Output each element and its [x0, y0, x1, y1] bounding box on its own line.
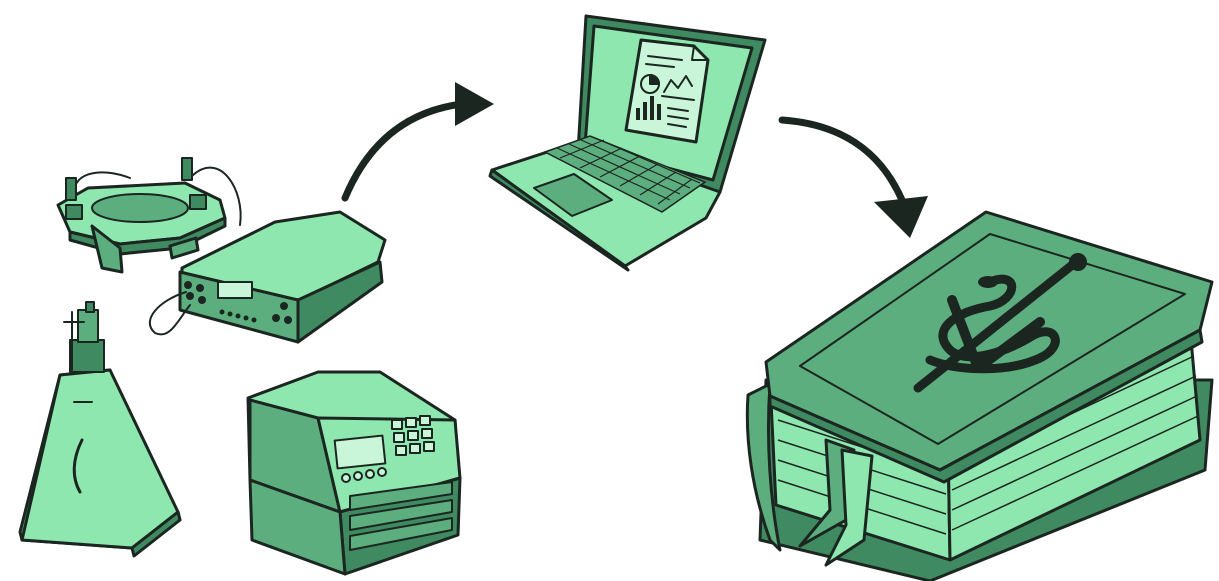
device-console-icon: [148, 210, 387, 344]
scale-platform-icon: [56, 157, 242, 274]
laptop-icon: [488, 14, 767, 272]
caduceus-snake-icon: [913, 253, 1087, 393]
analyzer-machine-icon: [246, 370, 462, 576]
metronome-icon: [18, 301, 182, 558]
flow-arrow-icon: [341, 82, 494, 202]
flow-arrow-icon: [778, 116, 928, 238]
report-document-icon: [624, 38, 710, 144]
veterinary-book-icon: [745, 210, 1214, 581]
